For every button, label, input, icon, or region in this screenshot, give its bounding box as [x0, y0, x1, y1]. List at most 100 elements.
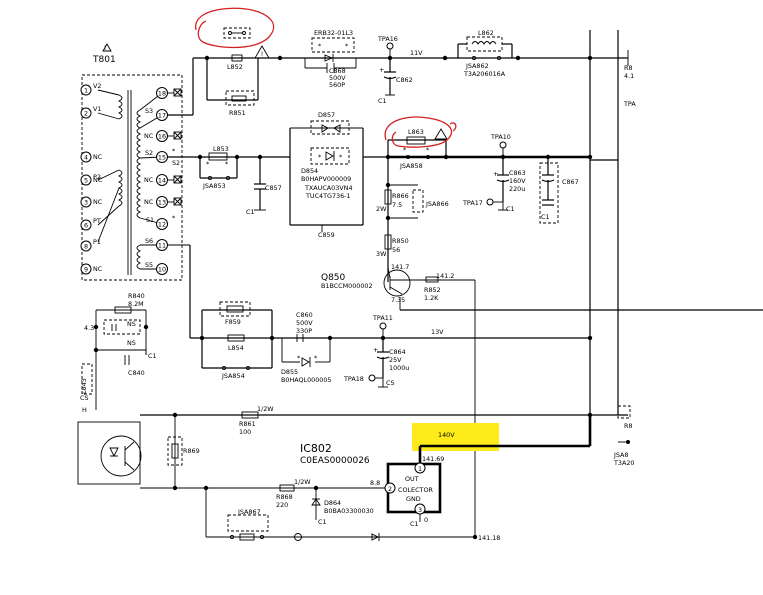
svg-text:R8: R8: [624, 64, 633, 72]
svg-text:D857: D857: [318, 111, 335, 119]
svg-text:C862: C862: [396, 76, 413, 84]
left-pin-4: 4 NC: [80, 151, 103, 163]
svg-text:TPA10: TPA10: [490, 133, 511, 141]
svg-text:C863: C863: [509, 169, 526, 177]
svg-text:141.18: 141.18: [478, 534, 500, 542]
svg-text:COLECTOR: COLECTOR: [398, 486, 433, 494]
ic802-group: 140V IC802 C0EAS0000026 1 2 3 141.69 OUT…: [300, 415, 592, 528]
svg-text:JSA8: JSA8: [613, 451, 629, 459]
svg-text:L862: L862: [478, 29, 494, 37]
svg-text:1/2W: 1/2W: [294, 478, 311, 486]
left-pin-9: 9 NC: [80, 263, 103, 275]
svg-text:ERB32-01L3: ERB32-01L3: [314, 29, 353, 37]
svg-text:3: 3: [418, 506, 422, 514]
svg-text:NC: NC: [93, 265, 103, 273]
svg-text:*: *: [314, 354, 317, 362]
svg-text:1: 1: [84, 87, 88, 95]
svg-text:1000u: 1000u: [389, 364, 409, 372]
svg-text:C857: C857: [265, 184, 282, 192]
svg-text:C1: C1: [410, 520, 419, 528]
svg-text:B1BCCM000002: B1BCCM000002: [321, 282, 373, 290]
svg-text:4: 4: [84, 154, 88, 162]
opto-r861: 1/2W R861 100 R869: [77, 405, 593, 491]
svg-text:C1: C1: [506, 205, 515, 213]
svg-text:13: 13: [158, 199, 166, 207]
svg-text:2: 2: [84, 110, 88, 118]
svg-text:TPA16: TPA16: [377, 35, 398, 43]
svg-text:T3A206016A: T3A206016A: [463, 70, 506, 78]
svg-text:!: !: [104, 44, 107, 52]
svg-text:+: +: [379, 66, 384, 74]
svg-text:R869: R869: [183, 447, 200, 455]
svg-text:11V: 11V: [410, 49, 423, 57]
svg-text:0: 0: [424, 516, 428, 524]
svg-text:3: 3: [84, 199, 88, 207]
svg-text:PT: PT: [93, 217, 101, 225]
left-pin-2: 2 V1: [80, 105, 101, 119]
svg-text:C1: C1: [148, 352, 157, 360]
svg-text:S5: S5: [145, 261, 153, 269]
svg-text:*: *: [318, 42, 321, 50]
svg-text:330P: 330P: [296, 327, 312, 335]
svg-text:*: *: [403, 146, 406, 154]
svg-text:*: *: [426, 146, 429, 154]
right-pin-15: 15 S2: [145, 149, 168, 163]
svg-text:B0HAPV000009: B0HAPV000009: [301, 175, 351, 183]
svg-text:L853: L853: [213, 145, 229, 153]
svg-text:R840: R840: [128, 292, 145, 300]
svg-text:C1: C1: [246, 208, 255, 216]
svg-text:S1: S1: [146, 216, 154, 224]
svg-text:+: +: [373, 346, 378, 354]
svg-text:V2: V2: [93, 82, 101, 90]
svg-text:NC: NC: [93, 198, 103, 206]
svg-text:R852: R852: [424, 286, 441, 294]
svg-text:3W: 3W: [376, 250, 387, 258]
svg-text:CS: CS: [386, 379, 395, 387]
svg-text:CS: CS: [80, 394, 89, 402]
svg-text:4.3: 4.3: [84, 324, 94, 332]
left-pin-1: 1 V2: [80, 82, 101, 96]
highlight-label: 140V: [438, 431, 455, 439]
right-pin-13: 13 NC: [144, 196, 182, 208]
svg-text:220: 220: [276, 501, 288, 509]
top-rail: [167, 30, 628, 415]
svg-text:TXAUCA03VN4: TXAUCA03VN4: [304, 184, 353, 192]
left-pin-3: 3 P2: [80, 173, 101, 208]
svg-text:OUT: OUT: [405, 475, 419, 483]
svg-text:Q850: Q850: [321, 273, 346, 283]
right-pin-10: 10 S5: [145, 261, 168, 275]
svg-text:TPA: TPA: [623, 100, 636, 108]
svg-text:F859: F859: [225, 318, 241, 326]
svg-text:R866: R866: [392, 192, 409, 200]
svg-text:500V: 500V: [296, 319, 313, 327]
l862-block: L862 JSA862 T3A206016A: [457, 29, 513, 78]
right-pin-14: 14 NC: [144, 174, 182, 186]
svg-text:141.7: 141.7: [391, 263, 409, 271]
svg-text:2W: 2W: [376, 205, 387, 213]
right-pin-11: 11 S6: [145, 237, 168, 251]
svg-text:11: 11: [158, 242, 166, 250]
svg-text:160V: 160V: [509, 177, 526, 185]
svg-text:100: 100: [239, 428, 251, 436]
svg-text:141.2: 141.2: [436, 272, 454, 280]
svg-text:B0HAQL000005: B0HAQL000005: [281, 376, 332, 384]
right-pin-16: 16 NC: [144, 130, 182, 142]
svg-text:IC802: IC802: [300, 442, 332, 455]
svg-text:NC: NC: [93, 153, 103, 161]
svg-text:L863: L863: [408, 128, 424, 136]
svg-text:B0BA03300030: B0BA03300030: [324, 507, 374, 515]
svg-text:NS: NS: [127, 320, 136, 328]
right-pin-18: 18: [156, 87, 182, 99]
svg-text:56: 56: [392, 246, 400, 254]
svg-text:JSA862: JSA862: [465, 62, 489, 70]
svg-text:14: 14: [158, 177, 166, 185]
svg-text:7.5: 7.5: [392, 201, 402, 209]
v13-rail: F859 L854 JSA854 C860 500V 330P * * D855…: [167, 244, 763, 388]
svg-text:220u: 220u: [509, 185, 525, 193]
svg-text:GND: GND: [406, 495, 421, 503]
svg-text:S2: S2: [145, 149, 153, 157]
svg-text:C867: C867: [562, 178, 579, 186]
svg-text:!: !: [261, 50, 264, 58]
svg-text:141.69: 141.69: [422, 455, 444, 463]
d854-bridge: D857 * * D854 B0HAPV000009 TXAUCA03VN4 T…: [289, 111, 364, 239]
